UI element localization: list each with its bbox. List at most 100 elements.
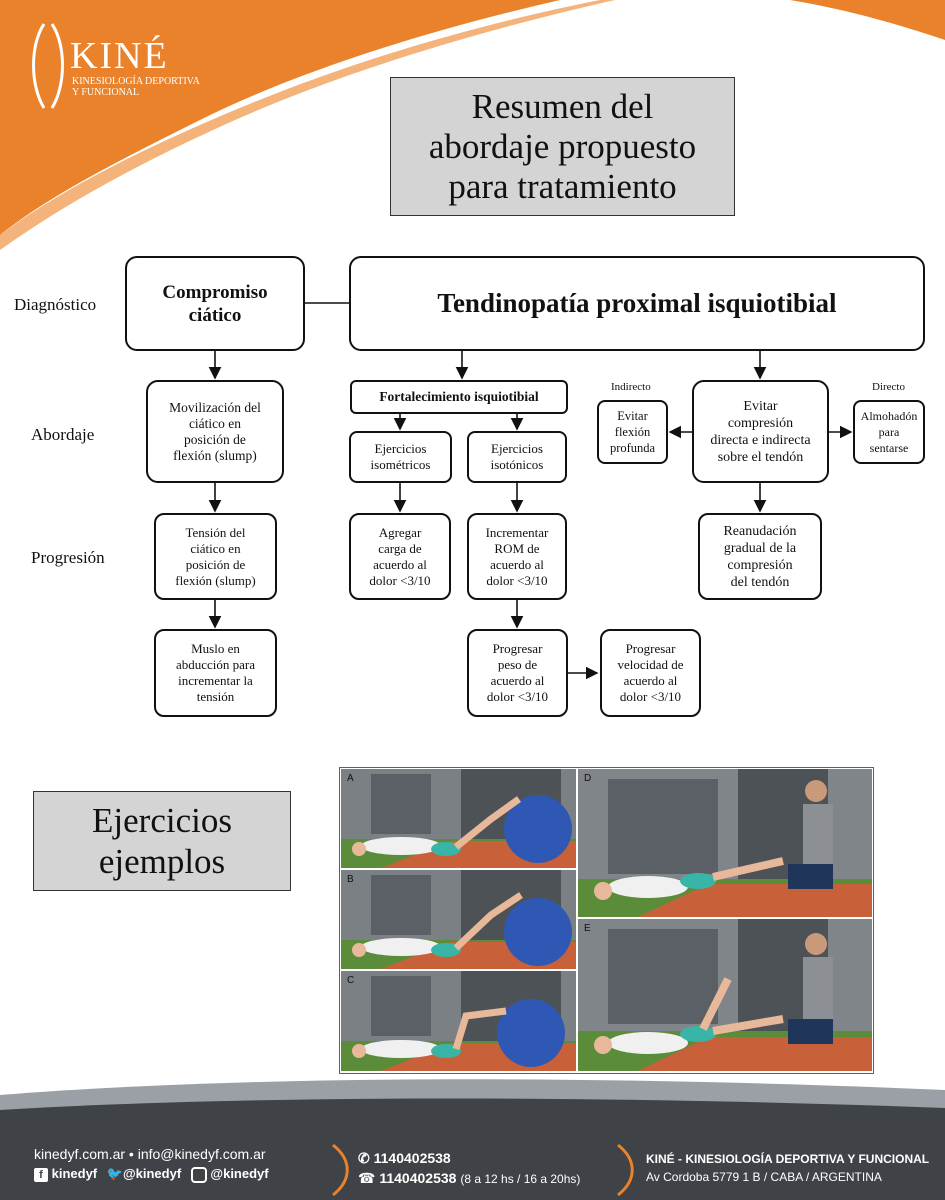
footer-company: KINÉ - KINESIOLOGÍA DEPORTIVA Y FUNCIONA… [646, 1152, 930, 1166]
exercise-photo-collage: A B C [339, 767, 874, 1074]
exercise-photo-e: E [578, 919, 872, 1071]
progresar-peso-line3: acuerdo al [490, 673, 545, 688]
footer-web[interactable]: kinedyf.com.ar • info@kinedyf.com.ar [34, 1146, 266, 1162]
exercise-photo-d: D [578, 769, 872, 917]
footer-whatsapp-row: ✆ 1140402538 [358, 1150, 451, 1167]
evitar-compresion-line3: directa e indirecta [710, 432, 811, 448]
footer-address: Av Cordoba 5779 1 B / CABA / ARGENTINA [646, 1170, 882, 1184]
exercise-photo-a: A [341, 769, 576, 868]
instagram-icon[interactable] [190, 1166, 207, 1183]
muslo-line2: abducción para [175, 657, 256, 672]
footer-phone[interactable]: 1140402538 [379, 1170, 457, 1186]
panel-label-a: A [347, 773, 354, 784]
footer-whatsapp[interactable]: 1140402538 [373, 1150, 451, 1166]
progresar-peso-line2: peso de [497, 657, 538, 672]
node-progresar-peso: Progresar peso de acuerdo al dolor <3/10 [467, 629, 568, 717]
agregar-line3: acuerdo al [373, 556, 427, 572]
tension-line4: flexión (slump) [175, 572, 256, 588]
footer-band [0, 1098, 945, 1200]
phone-icon: ☎ [358, 1170, 376, 1186]
movilizacion-line1: Movilización del [169, 399, 261, 415]
row-label-diagnostico: Diagnóstico [14, 295, 97, 314]
panel-label-d: D [584, 773, 592, 784]
node-movilizacion: Movilización del ciático en posición de … [146, 380, 284, 483]
fortalecimiento-label: Fortalecimiento isquiotibial [379, 389, 539, 404]
twitter-icon[interactable]: 🐦 [106, 1166, 123, 1181]
tension-line1: Tensión del [185, 524, 246, 540]
examples-line2: ejemplos [98, 842, 226, 881]
isotonicos-line1: Ejercicios [491, 441, 543, 456]
examples-title: Ejercicios ejemplos [33, 791, 291, 891]
reanudacion-line3: compresión [727, 557, 793, 573]
reanudacion-line1: Reanudación [723, 523, 797, 539]
progresar-velocidad-line4: dolor <3/10 [619, 689, 682, 704]
logo-wordmark: KINÉ [70, 35, 169, 77]
compromiso-line2: ciático [188, 304, 242, 326]
footer-instagram[interactable]: @kinedyf [210, 1166, 269, 1181]
node-isotonicos: Ejercicios isotónicos [467, 431, 567, 483]
isometricos-line1: Ejercicios [374, 441, 427, 456]
evitar-flexion-line1: Evitar [617, 409, 648, 423]
whatsapp-icon: ✆ [358, 1150, 370, 1166]
row-label-progresion: Progresión [31, 548, 105, 567]
footer-facebook[interactable]: kinedyf [51, 1166, 98, 1181]
panel-label-e: E [584, 923, 591, 934]
agregar-line1: Agregar [378, 524, 422, 540]
muslo-line1: Muslo en [191, 641, 240, 656]
incrementar-line2: ROM de [494, 540, 540, 556]
reanudacion-line4: del tendón [730, 574, 790, 590]
header-swoosh-right [790, 0, 945, 40]
muslo-line3: incrementar la [178, 673, 253, 688]
evitar-flexion-line2: flexión [614, 425, 651, 439]
node-compromiso-ciatico: Compromiso ciático [125, 256, 305, 351]
compromiso-line1: Compromiso [162, 281, 268, 303]
footer-phone-row: ☎ 1140402538 (8 a 12 hs / 16 a 20hs) [358, 1170, 580, 1187]
footer-social: f kinedyf 🐦@kinedyf @kinedyf [34, 1166, 269, 1183]
evitar-compresion-line2: compresión [727, 415, 794, 431]
facebook-icon[interactable]: f [34, 1168, 48, 1182]
tendinopatia-label: Tendinopatía proximal isquiotibial [437, 288, 837, 318]
isometricos-line2: isométricos [370, 457, 431, 472]
tension-line3: posición de [185, 556, 246, 572]
node-fortalecimiento: Fortalecimiento isquiotibial [350, 380, 568, 414]
node-isometricos: Ejercicios isométricos [349, 431, 452, 483]
muslo-line4: tensión [196, 689, 235, 704]
logo-subtitle: KINESIOLOGÍA DEPORTIVA Y FUNCIONAL [72, 76, 200, 98]
progresar-velocidad-line2: velocidad de [617, 657, 684, 672]
node-tendinopatia: Tendinopatía proximal isquiotibial [349, 256, 925, 351]
footer-twitter[interactable]: @kinedyf [122, 1166, 182, 1181]
logo-sub-line1: KINESIOLOGÍA DEPORTIVA [72, 76, 200, 87]
almohadon-line2: para sentarse [869, 425, 909, 455]
tension-line2: ciático en [190, 540, 241, 556]
node-evitar-flexion: Evitar flexión profunda [597, 400, 668, 464]
label-directo: Directo [872, 381, 905, 393]
logo-sub-line2: Y FUNCIONAL [72, 87, 140, 98]
almohadon-line1: Almohadón [860, 409, 918, 423]
movilizacion-line3: posición de [184, 431, 246, 447]
row-label-abordaje: Abordaje [31, 425, 95, 444]
node-evitar-compresion: Evitar compresión directa e indirecta so… [692, 380, 829, 483]
title-line2: abordaje propuesto [428, 126, 697, 166]
title-line3: para tratamiento [448, 166, 677, 206]
incrementar-line1: Incrementar [485, 524, 549, 540]
progresar-peso-line1: Progresar [492, 641, 543, 656]
evitar-compresion-line4: sobre el tendón [717, 449, 804, 465]
agregar-line2: carga de [378, 540, 422, 556]
title-line1: Resumen del [471, 86, 654, 126]
panel-label-c: C [347, 975, 355, 986]
exercise-photo-c: C [341, 971, 576, 1071]
progresar-velocidad-line1: Progresar [625, 641, 676, 656]
node-reanudacion: Reanudación gradual de la compresión del… [698, 513, 822, 600]
panel-label-b: B [347, 874, 354, 885]
node-progresar-velocidad: Progresar velocidad de acuerdo al dolor … [600, 629, 701, 717]
movilizacion-line4: flexión (slump) [173, 447, 257, 463]
incrementar-line3: acuerdo al [490, 556, 544, 572]
exercise-photo-b: B [341, 870, 576, 969]
node-tension: Tensión del ciático en posición de flexi… [154, 513, 277, 600]
agregar-line4: dolor <3/10 [369, 572, 431, 588]
examples-line1: Ejercicios [92, 801, 232, 840]
evitar-flexion-line3: profunda [609, 441, 656, 455]
incrementar-line4: dolor <3/10 [486, 572, 548, 588]
node-muslo: Muslo en abducción para incrementar la t… [154, 629, 277, 717]
